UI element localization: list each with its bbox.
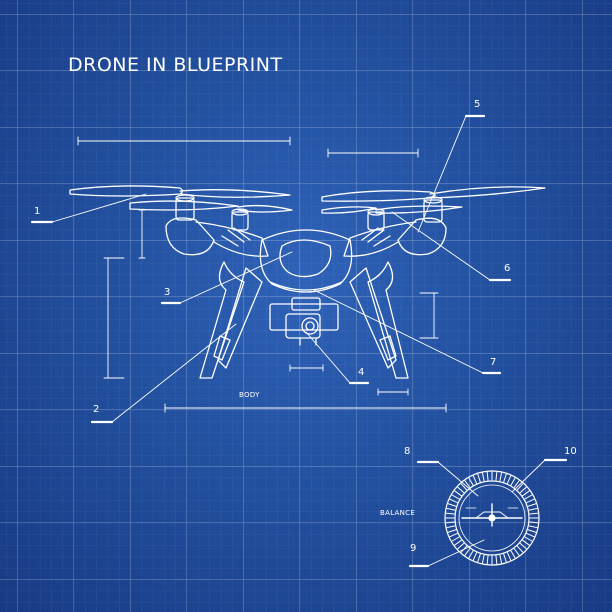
callout-8: 8 <box>404 446 411 457</box>
gauge-tick <box>472 475 478 484</box>
gauge-tick <box>524 494 533 500</box>
gauge-tick <box>445 512 455 515</box>
callout-3: 3 <box>164 287 171 298</box>
gauge-tick <box>447 529 457 533</box>
gauge-tick <box>468 477 474 486</box>
gauge-tick <box>510 550 516 559</box>
gauge-tick <box>526 532 535 538</box>
balance-label: BALANCE <box>380 509 416 517</box>
callout-2: 2 <box>93 404 100 415</box>
gauge-tick <box>516 483 524 491</box>
gauge-tick <box>506 475 512 484</box>
gauge-tick <box>527 503 537 507</box>
gauge-tick <box>460 483 468 491</box>
gauge-tick <box>477 473 481 483</box>
gauge-tick <box>451 494 460 500</box>
gauge-tick <box>527 529 537 533</box>
callout-7: 7 <box>490 357 497 368</box>
gauge-tick <box>495 555 498 565</box>
gauge-tick <box>528 507 538 511</box>
gauge-tick <box>481 554 485 564</box>
gauge-tick <box>528 525 538 529</box>
gauge-tick <box>468 550 474 559</box>
gauge-tick <box>503 553 507 563</box>
callout-1: 1 <box>34 206 41 217</box>
gauge-tick <box>486 471 489 481</box>
gauge-tick <box>486 555 489 565</box>
gauge-tick <box>510 477 516 486</box>
gauge-tick <box>524 536 533 542</box>
gauge-tick <box>447 503 457 507</box>
gauge-tick <box>499 472 503 482</box>
callout-6: 6 <box>504 263 511 274</box>
body-label: BODY <box>239 391 260 399</box>
gauge-tick <box>529 521 539 524</box>
gauge-tick <box>449 498 458 504</box>
gauge-tick <box>451 536 460 542</box>
gauge-tick <box>513 480 520 488</box>
gauge-tick <box>529 512 539 515</box>
gauge-tick <box>446 507 456 511</box>
gauge-tick <box>526 498 535 504</box>
gauge-tick <box>454 539 462 546</box>
gauge-tick <box>495 471 498 481</box>
gauge-tick <box>477 553 481 563</box>
gauge-tick <box>445 521 455 524</box>
gauge-tick <box>457 542 465 550</box>
gauge-tick <box>522 539 530 546</box>
gauge-tick <box>513 548 520 556</box>
gauge-tick <box>446 525 456 529</box>
gauge-tick <box>454 490 462 497</box>
gauge-tick <box>464 480 471 488</box>
gauge-tick <box>472 552 478 561</box>
callout-10: 10 <box>564 446 577 457</box>
callout-9: 9 <box>410 543 417 554</box>
gauge-tick <box>449 532 458 538</box>
callout-4: 4 <box>358 367 365 378</box>
gauge-tick <box>499 554 503 564</box>
gauge-tick <box>519 486 527 494</box>
gauge-tick <box>522 490 530 497</box>
gauge-tick <box>457 486 465 494</box>
page-title: DRONE IN BLUEPRINT <box>68 54 283 76</box>
gauge-tick <box>464 548 471 556</box>
gauge-tick <box>519 542 527 550</box>
callout-5: 5 <box>474 99 481 110</box>
gauge-tick <box>506 552 512 561</box>
gauge-tick <box>503 473 507 483</box>
dimension-lines <box>77 136 447 413</box>
gauge-tick <box>481 472 485 482</box>
gauge-tick <box>516 545 524 553</box>
